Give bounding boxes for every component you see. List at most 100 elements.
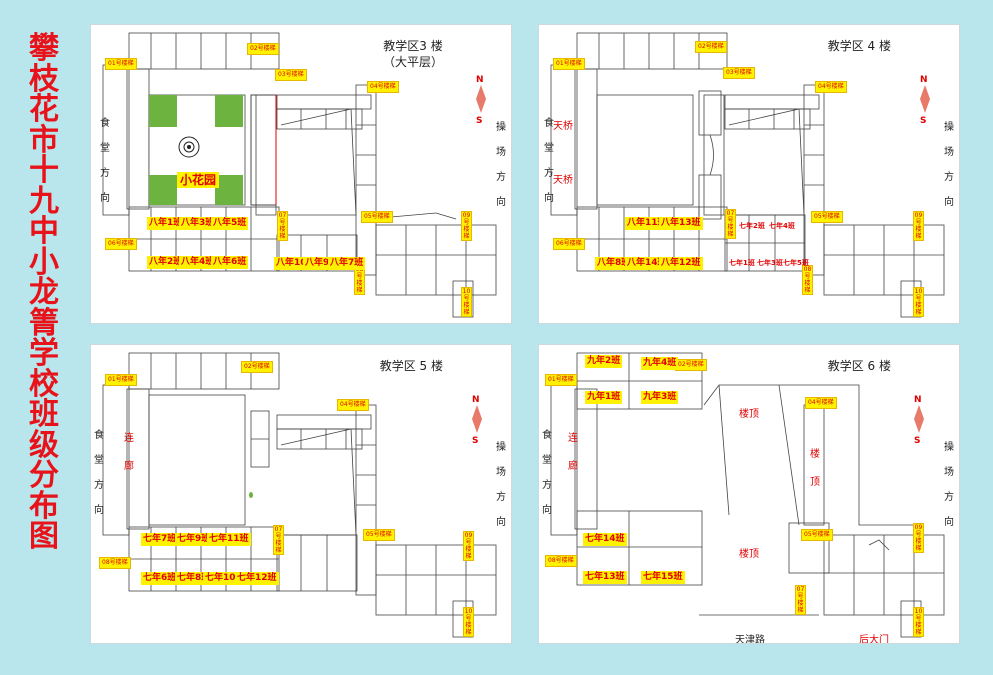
roof-label: 楼顶: [810, 449, 820, 488]
stair-01: 01号楼梯: [553, 58, 585, 70]
stair-06: 06号楼梯: [105, 238, 137, 250]
floor-3-plan-lines: [102, 32, 497, 318]
floor-5-plan-lines: [102, 352, 497, 638]
floor-title: 教学区 6 楼: [827, 359, 891, 373]
corridor-label: 连廊: [124, 433, 134, 472]
class-label: 九年1班: [585, 391, 623, 404]
stair-04: 04号楼梯: [337, 399, 369, 411]
class-label: 七年9班: [175, 533, 213, 546]
canteen-direction-label: 食堂方向: [544, 118, 554, 204]
road-label: 天津路: [735, 635, 765, 644]
corridor-label: 连廊: [568, 433, 578, 472]
bridge-label: 天桥: [553, 175, 573, 186]
compass-north: N: [920, 75, 928, 85]
playground-direction-label: 操场方向: [496, 442, 506, 528]
class-label: 七年6班: [141, 572, 179, 585]
floor-title: 教学区3 楼（大平层）: [382, 39, 443, 69]
floor-title: 教学区 4 楼: [827, 39, 891, 53]
class-label: 七年5班: [783, 259, 809, 267]
back-gate-label: 后大门: [859, 635, 889, 644]
stair-02: 02号楼梯: [241, 361, 273, 373]
class-label: 九年4班: [641, 357, 679, 370]
class-label: 七年13班: [583, 571, 627, 584]
class-label: 七年12班: [235, 572, 279, 585]
roof-label: 楼顶: [739, 409, 759, 420]
playground-direction-label: 操场方向: [496, 122, 506, 208]
playground-direction-label: 操场方向: [944, 442, 954, 528]
stair-08: 08号楼梯: [545, 555, 577, 567]
stair-02: 02号楼梯: [247, 43, 279, 55]
class-label: 七年11班: [207, 533, 251, 546]
class-label: 七年8班: [175, 572, 213, 585]
stair-05: 05号楼梯: [811, 211, 843, 223]
canteen-direction-label: 食堂方向: [94, 430, 104, 516]
compass-south: S: [914, 436, 920, 446]
page-title: 攀枝花市十九中小龙箐学校班级分布图: [29, 31, 59, 554]
class-label: 七年14班: [583, 533, 627, 546]
class-label: 八年14班: [625, 257, 669, 270]
stair-08: 08号楼梯: [99, 557, 131, 569]
stair-10: 10号楼梯: [461, 287, 472, 317]
stair-01: 01号楼梯: [105, 58, 137, 70]
stair-04: 04号楼梯: [805, 397, 837, 409]
stair-04: 04号楼梯: [815, 81, 847, 93]
class-label: 七年15班: [641, 571, 685, 584]
stair-08: 08号楼梯: [802, 265, 813, 295]
class-label: 八年4班: [179, 256, 217, 269]
compass-south: S: [920, 116, 926, 126]
class-label: 八年13班: [659, 217, 703, 230]
class-label: 八年11班: [625, 217, 669, 230]
stair-10: 10号楼梯: [913, 607, 924, 637]
playground-direction-label: 操场方向: [944, 122, 954, 208]
class-label: 八年6班: [211, 256, 249, 269]
class-label: 七年1班: [729, 259, 755, 267]
stair-02: 02号楼梯: [675, 359, 707, 371]
compass-north: N: [472, 395, 480, 405]
class-label: 七年7班: [141, 533, 179, 546]
stair-07: 07号楼梯: [273, 525, 284, 555]
stair-02: 02号楼梯: [695, 41, 727, 53]
roof-label: 楼顶: [739, 549, 759, 560]
class-label: 九年3班: [641, 391, 679, 404]
stair-05: 05号楼梯: [363, 529, 395, 541]
stair-10: 10号楼梯: [463, 607, 474, 637]
class-label: 八年12班: [659, 257, 703, 270]
compass-north: N: [476, 75, 484, 85]
class-label: 七年2班: [739, 222, 765, 230]
class-label: 八年3班: [179, 217, 217, 230]
class-label: 八年5班: [211, 217, 249, 230]
floor-plan-4f: 教学区 4 楼 食堂方向 操场方向 N S 天桥 天桥 01号楼梯 02号楼梯 0…: [538, 24, 960, 324]
floor-6-plan-lines: [550, 352, 945, 638]
stair-04: 04号楼梯: [367, 81, 399, 93]
floor-plan-6f: 教学区 6 楼 食堂方向 操场方向 N S 连廊 楼顶 楼顶 楼顶 天津路 后大门…: [538, 344, 960, 644]
canteen-direction-label: 食堂方向: [542, 430, 552, 516]
compass-north: N: [914, 395, 922, 405]
stair-07: 07号楼梯: [277, 211, 288, 241]
stair-09: 09号楼梯: [463, 531, 474, 561]
compass-south: S: [472, 436, 478, 446]
class-label: 八年1班: [147, 217, 185, 230]
stair-07: 07号楼梯: [795, 585, 806, 615]
floor-title: 教学区 5 楼: [379, 359, 443, 373]
stair-03: 03号楼梯: [723, 67, 755, 79]
class-label: 七年4班: [769, 222, 795, 230]
stair-01: 01号楼梯: [545, 374, 577, 386]
floor-4-plan-lines: [550, 32, 945, 318]
stair-03: 03号楼梯: [275, 69, 307, 81]
stair-05: 05号楼梯: [801, 529, 833, 541]
stair-07: 07号楼梯: [725, 209, 736, 239]
class-label: 八年8班: [595, 257, 633, 270]
stair-09: 09号楼梯: [913, 523, 924, 553]
stair-06: 06号楼梯: [553, 238, 585, 250]
bridge-label: 天桥: [553, 121, 573, 132]
stair-05: 05号楼梯: [361, 211, 393, 223]
stair-09: 09号楼梯: [461, 211, 472, 241]
class-label: 七年3班: [757, 259, 783, 267]
stair-09: 09号楼梯: [913, 211, 924, 241]
canteen-direction-label: 食堂方向: [100, 118, 110, 204]
class-label: 八年2班: [147, 256, 185, 269]
class-label: 八年7班: [328, 257, 366, 270]
class-label: 九年2班: [585, 355, 623, 368]
stair-10: 10号楼梯: [913, 287, 924, 317]
